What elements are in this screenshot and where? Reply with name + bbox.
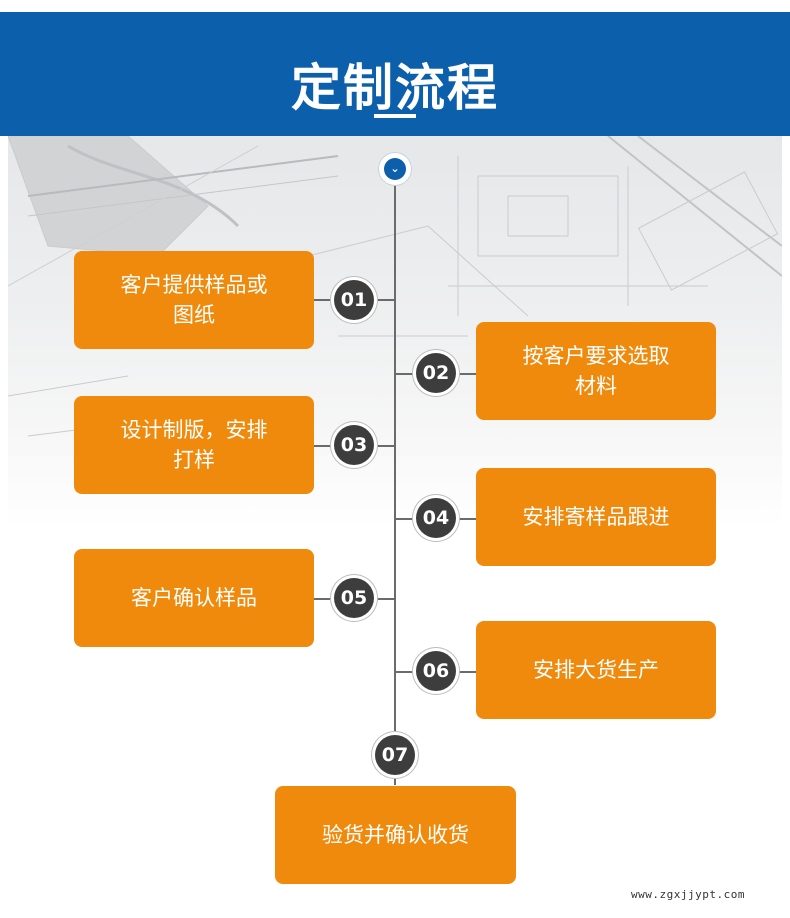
- step-badge-05: 05: [334, 578, 374, 618]
- step-badge-04: 04: [416, 498, 456, 538]
- step-badge-06: 06: [416, 651, 456, 691]
- step-text: 设计制版，安排打样: [120, 418, 268, 472]
- timeline-line: [394, 185, 396, 785]
- step-text: 客户确认样品: [131, 586, 257, 610]
- double-chevron-down-icon: ⌄: [384, 158, 406, 180]
- step-badge-02: 02: [416, 353, 456, 393]
- blueprint-sketch: [8, 136, 782, 437]
- step-box-02: 按客户要求选取材料: [476, 322, 716, 420]
- page-title: 定制流程: [291, 59, 499, 117]
- step-text: 客户提供样品或图纸: [120, 273, 268, 327]
- step-box-07: 验货并确认收货: [275, 786, 516, 884]
- step-text: 安排大货生产: [533, 658, 659, 682]
- title-underline: [374, 114, 416, 118]
- step-box-05: 客户确认样品: [74, 549, 314, 647]
- step-box-01: 客户提供样品或图纸: [74, 251, 314, 349]
- step-text: 按客户要求选取材料: [522, 344, 670, 398]
- step-badge-07: 07: [375, 735, 415, 775]
- step-box-03: 设计制版，安排打样: [74, 396, 314, 494]
- step-badge-03: 03: [334, 425, 374, 465]
- step-badge-01: 01: [334, 280, 374, 320]
- timeline-start-icon: ⌄: [379, 153, 411, 185]
- header-banner: 定制流程: [0, 12, 790, 136]
- step-box-06: 安排大货生产: [476, 621, 716, 719]
- step-text: 验货并确认收货: [322, 823, 469, 847]
- step-text: 安排寄样品跟进: [522, 505, 670, 529]
- watermark-url: www.zgxjjypt.com: [631, 888, 745, 901]
- step-box-04: 安排寄样品跟进: [476, 468, 716, 566]
